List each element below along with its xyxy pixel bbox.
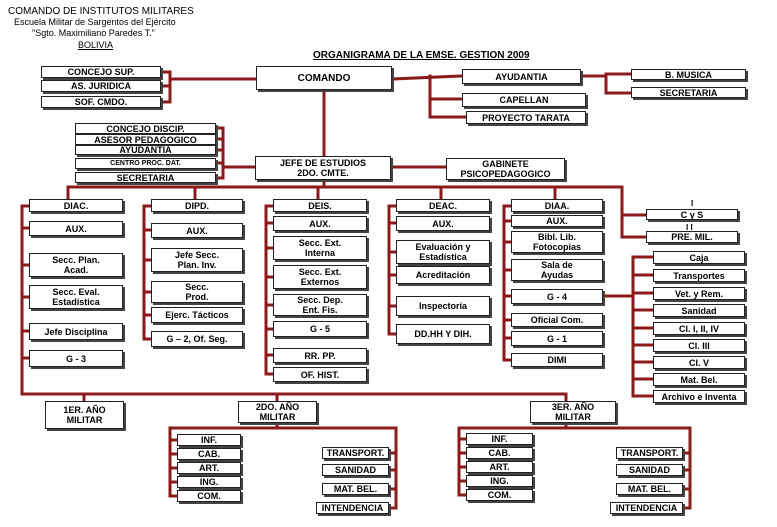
- box-year-3: 3ER. AÑO MILITAR: [530, 401, 616, 423]
- box-diac-jefe: Jefe Disciplina: [29, 323, 123, 340]
- box-cl5: Cl. V: [653, 356, 745, 369]
- chart-title: ORGANIGRAMA DE LA EMSE. GESTION 2009: [313, 50, 530, 61]
- box-proyecto-tarata: PROYECTO TARATA: [466, 111, 586, 124]
- box-secretaria-2: SECRETARIA: [75, 172, 216, 183]
- box-y2-com: COM.: [177, 490, 241, 502]
- box-diac: DIAC.: [29, 199, 123, 212]
- header-line-2: Escuela Militar de Sargentos del Ejércit…: [14, 17, 176, 27]
- box-dipd-plan: Jefe Secc. Plan. Inv.: [151, 248, 243, 272]
- box-diaa-oficial: Oficial Com.: [511, 313, 603, 327]
- box-centro-proc-dat: CENTRO PROC. DAT.: [75, 158, 216, 169]
- box-diaa-dimi: DIMI: [511, 353, 603, 367]
- box-diaa-g4: G - 4: [511, 289, 603, 304]
- box-dipd: DIPD.: [151, 199, 243, 212]
- box-deis: DEIS.: [273, 199, 367, 212]
- box-concejo-discip: CONCEJO DISCIP.: [75, 123, 216, 134]
- box-deis-aux: AUX.: [273, 216, 367, 231]
- box-secretaria-top: SECRETARIA: [631, 87, 746, 98]
- box-diaa: DIAA.: [511, 199, 603, 212]
- box-y3-ing: ING.: [466, 475, 533, 487]
- header-line-3: "Sgto. Maximiliano Paredes T.": [32, 28, 155, 38]
- box-deis-g5: G - 5: [273, 321, 367, 337]
- box-diaa-g1: G - 1: [511, 331, 603, 346]
- box-cl3: Cl. III: [653, 339, 745, 352]
- box-y3-san: SANIDAD: [616, 464, 683, 476]
- box-dipd-ejerc: Ejerc. Tácticos: [151, 307, 243, 323]
- box-y2-int: INTENDENCIA: [316, 502, 389, 514]
- box-vet: Vet. y Rem.: [653, 287, 745, 300]
- box-concejo-sup: CONCEJO SUP.: [41, 66, 161, 78]
- box-diac-eval: Secc. Eval. Estadística: [29, 285, 123, 309]
- box-dipd-prod: Secc. Prod.: [151, 281, 243, 303]
- box-b-musica: B. MUSICA: [631, 69, 746, 80]
- box-deis-rr: RR. PP.: [273, 348, 367, 363]
- box-premil: PRE. MIL.: [646, 231, 738, 243]
- box-y2-cab: CAB.: [177, 448, 241, 460]
- box-y2-inf: INF.: [177, 434, 241, 446]
- box-diaa-sala: Sala de Ayudas: [511, 259, 603, 281]
- box-deis-int: Secc. Ext. Interna: [273, 236, 367, 260]
- box-deac-acred: Acreditación: [396, 266, 490, 284]
- box-y3-mat: MAT. BEL.: [616, 483, 683, 495]
- header-line-4: BOLIVIA: [78, 40, 114, 50]
- box-y2-ing: ING.: [177, 476, 241, 488]
- box-sanidad: Sanidad: [653, 304, 745, 317]
- box-y3-art: ART.: [466, 461, 533, 473]
- box-gabinete: GABINETE PSICOPEDAGOGICO: [446, 158, 565, 180]
- marker-premil: I I: [686, 223, 693, 232]
- box-ayudantia: AYUDANTIA: [462, 69, 581, 84]
- box-diac-aux: AUX.: [29, 221, 123, 236]
- box-y2-transp: TRANSPORT.: [322, 447, 389, 459]
- box-matbel: Mat. Bel.: [653, 373, 745, 386]
- box-year-1: 1ER. AÑO MILITAR: [45, 401, 124, 429]
- box-diaa-aux: AUX.: [511, 215, 603, 227]
- box-deac-dd: DD.HH Y DIH.: [396, 324, 490, 344]
- box-year-2: 2DO. AÑO MILITAR: [238, 401, 317, 423]
- box-diaa-bibl: Bibl. Lib. Fotocopias: [511, 231, 603, 253]
- box-deis-hist: OF. HIST.: [273, 367, 367, 382]
- box-cl1: Cl. I, II, IV: [653, 322, 745, 335]
- box-deis-ext: Secc. Ext. Externos: [273, 265, 367, 289]
- box-transportes: Transportes: [653, 269, 745, 282]
- connector-line: [390, 74, 464, 81]
- box-caja: Caja: [653, 251, 745, 264]
- marker-cys: I: [691, 199, 694, 208]
- box-as-juridica: AS. JURIDICA: [41, 80, 161, 92]
- box-y2-art: ART.: [177, 462, 241, 474]
- box-sof-cmdo: SOF. CMDO.: [41, 96, 161, 108]
- box-y3-inf: INF.: [466, 433, 533, 445]
- box-jefe-estudios: JEFE DE ESTUDIOS 2DO. CMTE.: [255, 156, 391, 180]
- box-deis-dep: Secc. Dep. Ent. Fis.: [273, 294, 367, 316]
- box-archivo: Archivo e Inventa: [653, 390, 745, 403]
- box-dipd-g2: G – 2, Of. Seg.: [151, 331, 243, 347]
- box-y3-transp: TRANSPORT.: [616, 447, 683, 459]
- box-asesor-pedagogico: ASESOR PEDAGOGICO: [75, 134, 216, 145]
- box-comando: COMANDO: [256, 66, 392, 90]
- box-deac-aux: AUX.: [396, 216, 490, 231]
- box-cys: C y S: [646, 209, 738, 220]
- box-y3-com: COM.: [466, 489, 533, 501]
- box-dipd-aux: AUX.: [151, 223, 243, 238]
- box-y3-cab: CAB.: [466, 447, 533, 459]
- box-y3-int: INTENDENCIA: [610, 502, 683, 514]
- box-deac-eval: Evaluación y Estadística: [396, 240, 490, 264]
- box-deac: DEAC.: [396, 199, 490, 212]
- box-ayudantia-2: AYUDANTIA: [75, 145, 216, 155]
- box-capellan: CAPELLAN: [462, 93, 586, 107]
- box-y2-mat: MAT. BEL.: [322, 483, 389, 495]
- header-line-1: COMANDO DE INSTITUTOS MILITARES: [8, 6, 194, 17]
- box-diac-plan: Secc. Plan. Acad.: [29, 253, 123, 277]
- box-y2-san: SANIDAD: [322, 464, 389, 476]
- box-diac-g3: G - 3: [29, 350, 123, 367]
- box-deac-insp: Inspectoría: [396, 296, 490, 316]
